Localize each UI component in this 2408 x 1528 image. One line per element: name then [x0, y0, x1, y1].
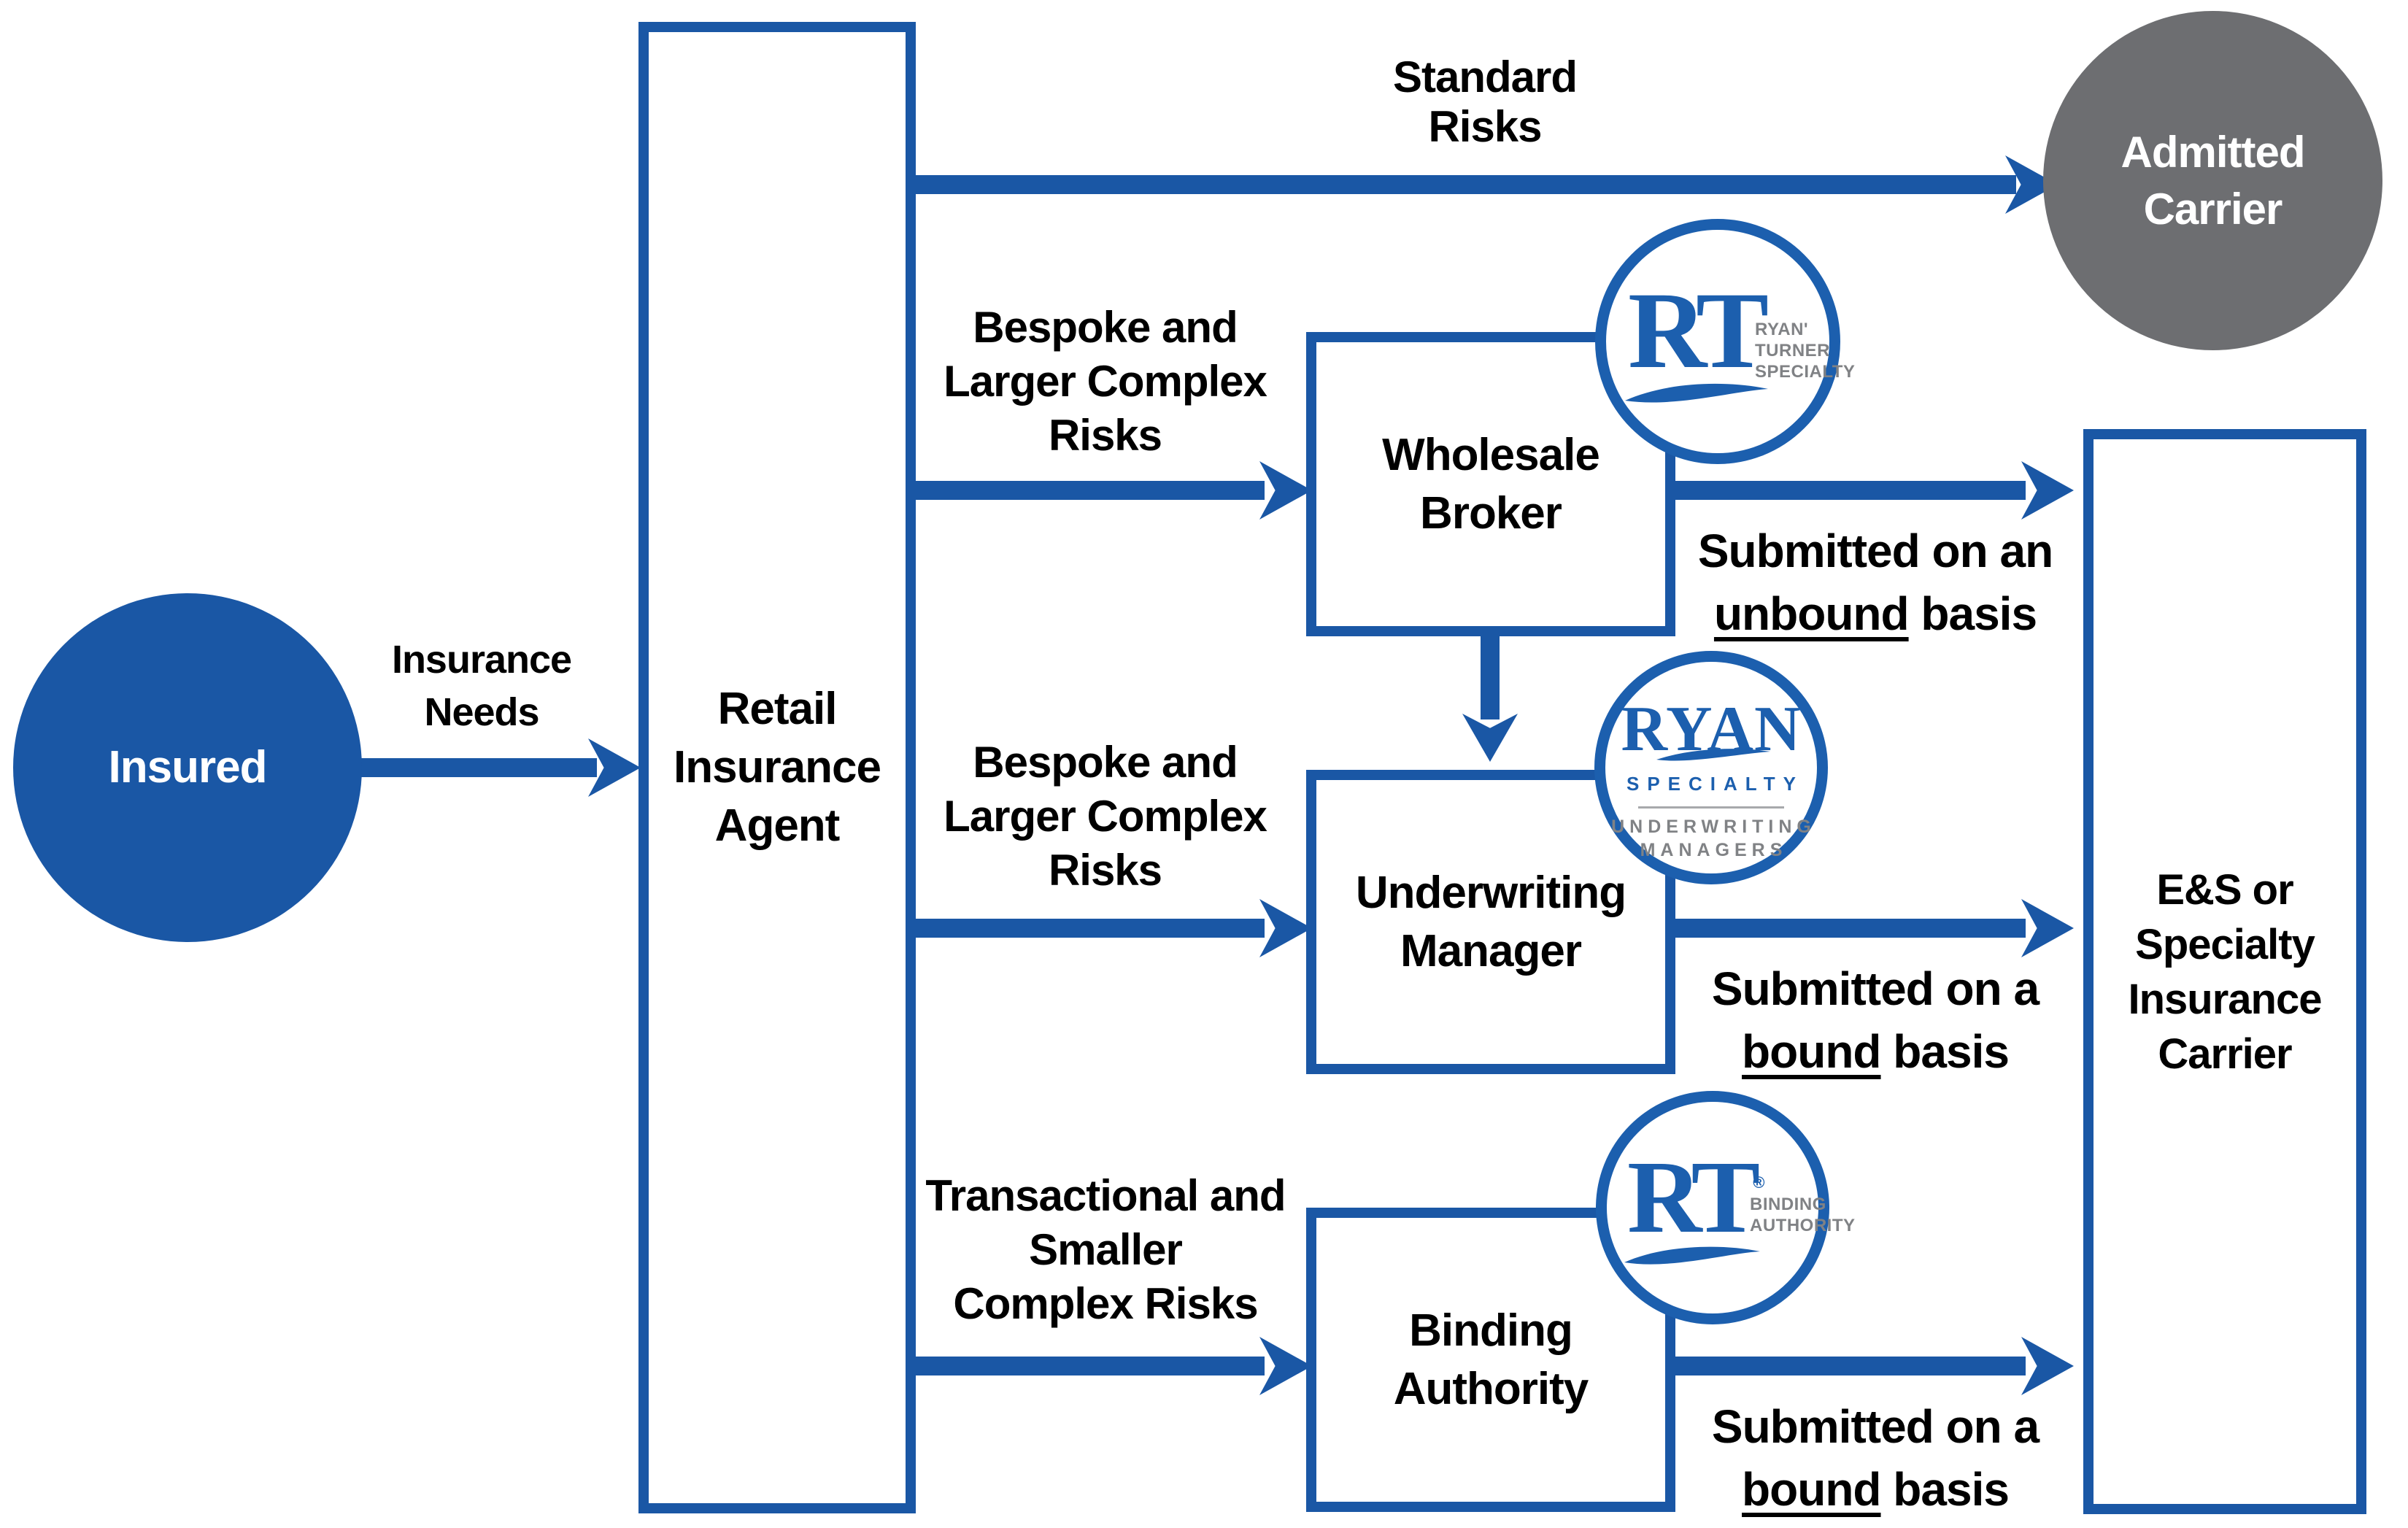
binding-label-line2: Authority — [1393, 1363, 1589, 1414]
bound-word-bottom: bound — [1742, 1463, 1881, 1516]
retail-insurance-agent-node: Retail Insurance Agent — [638, 22, 916, 1513]
es-label-line3: Insurance — [2128, 975, 2323, 1023]
arrow-retail-to-binding — [914, 1357, 1265, 1375]
insured-label: Insured — [108, 742, 268, 792]
arrowhead-retail-to-wholesale — [1259, 461, 1312, 520]
retail-label-line2: Insurance — [674, 742, 881, 792]
retail-label-line1: Retail — [717, 684, 838, 734]
arrowhead-retail-to-underwriting — [1259, 899, 1312, 957]
arrow-wholesale-to-es — [1675, 481, 2026, 500]
ryan-logo-divider — [1638, 806, 1784, 809]
arrow-binding-to-es — [1675, 1357, 2026, 1375]
arrow-underwriting-to-es — [1675, 919, 2026, 938]
bound-basis-label-bottom: Submitted on a bound basis — [1711, 1400, 2040, 1516]
arrow-retail-to-wholesale — [914, 481, 1265, 500]
arrow-wholesale-to-underwriting — [1481, 635, 1500, 719]
binding-label-line1: Binding — [1409, 1305, 1573, 1356]
rt-specialty-logo: RT RYAN' TURNER SPECIALTY — [1595, 219, 1855, 464]
arrow-retail-to-underwriting — [914, 919, 1265, 938]
insurance-needs-label: Insurance Needs — [391, 638, 572, 734]
arrowhead-underwriting-to-es — [2021, 899, 2074, 957]
bound-word-middle: bound — [1742, 1025, 1881, 1078]
registered-mark: ® — [1753, 1173, 1765, 1192]
rt-binding-monogram: RT® — [1627, 1139, 1765, 1254]
bespoke-risks-label-top: Bespoke and Larger Complex Risks — [943, 303, 1267, 460]
es-specialty-carrier-node: E&S or Specialty Insurance Carrier — [2083, 429, 2366, 1514]
wholesale-label-line1: Wholesale — [1382, 429, 1600, 480]
standard-risks-label: Standard Risks — [1392, 53, 1578, 151]
admitted-label-line1: Admitted — [2120, 127, 2306, 177]
insured-node: Insured — [13, 593, 362, 942]
bespoke-risks-label-middle: Bespoke and Larger Complex Risks — [943, 738, 1267, 895]
transactional-risks-label: Transactional and Smaller Complex Risks — [925, 1171, 1286, 1328]
arrow-insured-to-retail — [356, 758, 597, 777]
rt-binding-authority-logo: RT® BINDING AUTHORITY — [1596, 1091, 1855, 1324]
rt-binding-sidetext: BINDING AUTHORITY — [1750, 1195, 1856, 1235]
retail-label-line3: Agent — [714, 800, 841, 851]
arrowhead-wholesale-to-underwriting — [1462, 714, 1518, 762]
admitted-label-line2: Carrier — [2143, 184, 2283, 234]
ryan-specialty-subtext: SPECIALTY — [1626, 773, 1804, 795]
admitted-carrier-node: Admitted Carrier — [2043, 11, 2382, 350]
arrowhead-binding-to-es — [2021, 1337, 2074, 1395]
ryan-swoosh-icon — [1656, 749, 1770, 761]
rt-specialty-swoosh-icon — [1625, 383, 1768, 403]
arrow-retail-to-admitted — [914, 175, 2016, 194]
es-label-line1: E&S or — [2156, 865, 2293, 914]
rt-specialty-sidetext: RYAN' TURNER SPECIALTY — [1755, 320, 1856, 382]
ryan-specialty-um-logo: RYAN SPECIALTY UNDERWRITING MANAGERS — [1594, 651, 1828, 884]
rt-specialty-monogram: RT — [1628, 270, 1769, 391]
bound-basis-label-middle: Submitted on a bound basis — [1711, 962, 2040, 1078]
es-label-line4: Carrier — [2158, 1030, 2292, 1078]
arrowhead-wholesale-to-es — [2021, 461, 2074, 520]
arrowhead-retail-to-binding — [1259, 1337, 1312, 1395]
unbound-word: unbound — [1713, 587, 1910, 640]
underwriting-label-line1: Underwriting — [1355, 867, 1626, 918]
underwriting-label-line2: Manager — [1400, 925, 1582, 976]
es-label-line2: Specialty — [2135, 920, 2315, 968]
ryan-underwriting-text: UNDERWRITING — [1611, 817, 1816, 837]
wholesale-label-line2: Broker — [1420, 487, 1562, 539]
rt-binding-swoosh-icon — [1624, 1246, 1760, 1265]
unbound-basis-label: Submitted on an unbound basis — [1697, 525, 2053, 640]
ryan-managers-text: MANAGERS — [1640, 840, 1788, 860]
